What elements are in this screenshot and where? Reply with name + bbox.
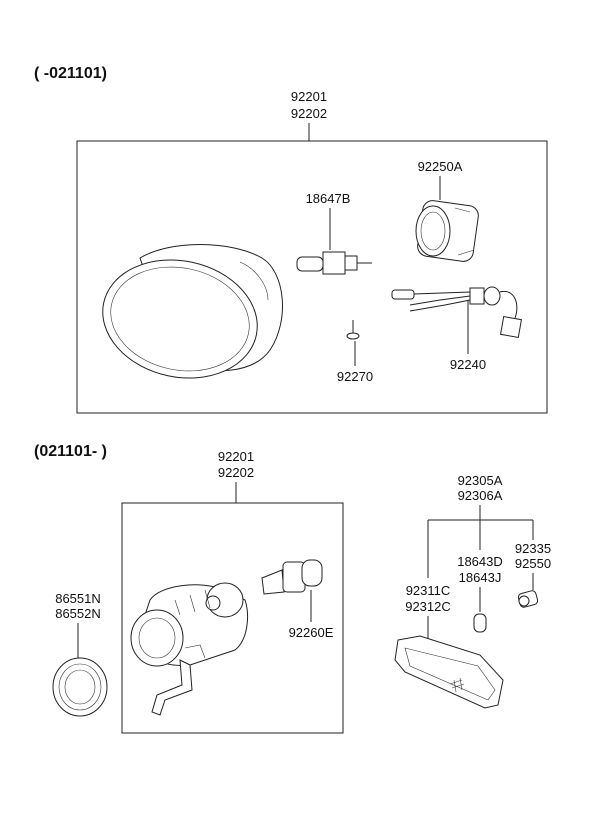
s2-repeater-label-2: 92306A — [458, 488, 503, 503]
s1-assembly-label-1: 92201 — [291, 89, 327, 104]
s1-screw: 92270 — [337, 320, 373, 384]
s2-holder: 92335 92550 — [515, 541, 551, 608]
s1-harness-label: 92240 — [450, 357, 486, 372]
s1-fog-lamp-housing — [102, 244, 283, 379]
s2-lens-label-2: 92312C — [405, 599, 451, 614]
s1-assembly-label-2: 92202 — [291, 106, 327, 121]
s2-repeater-label-1: 92305A — [458, 473, 503, 488]
s2-assembly-box — [121, 502, 344, 734]
s2-lens-label-1: 92311C — [406, 583, 451, 598]
s2-bezel-label-2: 86552N — [55, 606, 101, 621]
section-2-header: (021101- ) — [34, 443, 107, 460]
s2-socket-label-1: 18643D — [457, 554, 503, 569]
s2-socket-label-2: 18643J — [459, 570, 502, 585]
section-1-header: ( -021101) — [34, 65, 107, 82]
s2-bulb: 92260E — [261, 559, 334, 640]
s2-repeater-tree: 92305A 92306A — [427, 473, 534, 578]
s2-holder-label-1: 92335 — [515, 541, 551, 556]
s1-cap: 92250A — [415, 159, 479, 262]
s2-bezel: 86551N 86552N — [52, 591, 108, 717]
s2-assembly-label-1: 92201 — [218, 449, 254, 464]
s2-assembly-label-2: 92202 — [218, 465, 254, 480]
s2-lens: 92311C 92312C — [394, 583, 504, 709]
s2-bulb-label: 92260E — [289, 625, 334, 640]
s1-bulb: 18647B — [296, 191, 372, 275]
s1-harness: 92240 — [391, 286, 523, 372]
s2-bezel-label-1: 86551N — [55, 591, 101, 606]
s1-assembly-box — [76, 140, 548, 414]
s2-holder-label-2: 92550 — [515, 556, 551, 571]
s1-cap-label: 92250A — [418, 159, 463, 174]
s1-bulb-label: 18647B — [306, 191, 351, 206]
s1-screw-label: 92270 — [337, 369, 373, 384]
s2-projector-lamp — [130, 582, 248, 716]
s2-socket: 18643D 18643J — [457, 554, 503, 633]
